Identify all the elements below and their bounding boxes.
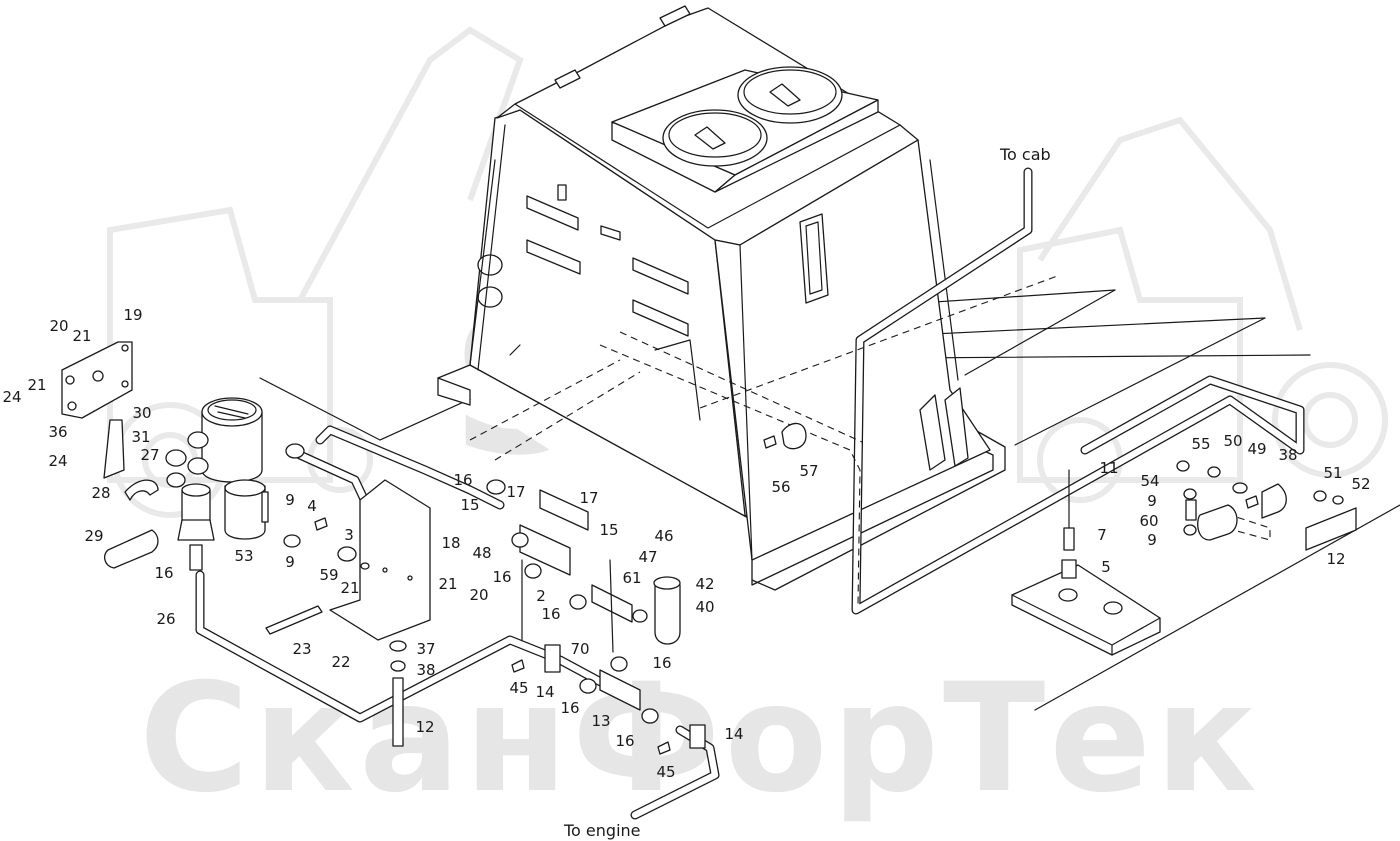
- suction-strainer: [177, 483, 215, 571]
- callout-c11: 11: [1099, 459, 1118, 477]
- callout-c9d: 9: [1147, 531, 1157, 549]
- shield-plate-22: [329, 479, 431, 641]
- callout-c18: 18: [441, 534, 460, 552]
- callout-c15b: 15: [599, 521, 618, 539]
- callout-c55: 55: [1191, 435, 1210, 453]
- dashed-lines: [469, 274, 1271, 606]
- callout-c16e: 16: [652, 654, 671, 672]
- callout-c17b: 17: [579, 489, 598, 507]
- to-engine-label: To engine: [563, 821, 641, 840]
- callout-c60: 60: [1139, 512, 1158, 530]
- callout-c23: 23: [292, 640, 311, 658]
- callout-c38b: 38: [1278, 446, 1297, 464]
- callout-c27: 27: [140, 446, 159, 464]
- callout-c9a: 9: [285, 491, 295, 509]
- callout-c20b: 20: [469, 586, 488, 604]
- callout-c26: 26: [156, 610, 175, 628]
- callout-c56: 56: [771, 478, 790, 496]
- callout-c21a: 21: [72, 327, 91, 345]
- callout-c52: 52: [1351, 475, 1370, 493]
- callout-c3: 3: [344, 526, 354, 544]
- callout-c12a: 12: [415, 718, 434, 736]
- callout-c47: 47: [638, 548, 657, 566]
- return-filter: [165, 397, 266, 540]
- callout-c20a: 20: [49, 317, 68, 335]
- watermark-excavator-right: [1017, 116, 1388, 503]
- callout-c16b: 16: [453, 471, 472, 489]
- callout-c40: 40: [695, 598, 714, 616]
- callout-c14a: 14: [535, 683, 554, 701]
- callout-c16c: 16: [492, 568, 511, 586]
- callout-c45b: 45: [656, 763, 675, 781]
- fittings-right: [1176, 460, 1287, 541]
- callout-c50: 50: [1223, 432, 1242, 450]
- callout-c53: 53: [234, 547, 253, 565]
- callout-c5: 5: [1101, 558, 1111, 576]
- callout-c48: 48: [472, 544, 491, 562]
- mounting-block-5: [1011, 469, 1161, 656]
- valve-manifold: [486, 479, 706, 755]
- callout-c24a: 24: [2, 388, 21, 406]
- callout-c17a: 17: [506, 483, 525, 501]
- callout-c36: 36: [48, 423, 67, 441]
- callout-c19: 19: [123, 306, 142, 324]
- callout-c21b: 21: [27, 376, 46, 394]
- callout-c2: 2: [536, 587, 546, 605]
- callout-c21c: 21: [340, 579, 359, 597]
- fittings-left: [261, 443, 407, 747]
- pipe-to-cab: [851, 167, 1305, 615]
- callout-c49: 49: [1247, 440, 1266, 458]
- callout-c38a: 38: [416, 661, 435, 679]
- callout-c37: 37: [416, 640, 435, 658]
- callout-c29: 29: [84, 527, 103, 545]
- callout-c59: 59: [319, 566, 338, 584]
- callout-c61: 61: [622, 569, 641, 587]
- bracket-31: [103, 419, 125, 479]
- callout-c7: 7: [1097, 526, 1107, 544]
- callout-c15a: 15: [460, 496, 479, 514]
- to-cab-label: To cab: [999, 145, 1051, 164]
- clamp-57: [763, 422, 807, 450]
- callout-c12b: 12: [1326, 550, 1345, 568]
- hydraulic-tank: [437, 5, 1006, 591]
- callout-c51: 51: [1323, 464, 1342, 482]
- callout-c21d: 21: [438, 575, 457, 593]
- elbow-hose-28: [124, 479, 159, 501]
- foam-sleeve-29: [103, 529, 159, 569]
- callout-c54: 54: [1140, 472, 1159, 490]
- callout-c16f: 16: [560, 699, 579, 717]
- callout-c31: 31: [131, 428, 150, 446]
- callout-c57: 57: [799, 462, 818, 480]
- callout-c16d: 16: [541, 605, 560, 623]
- callout-c14b: 14: [724, 725, 743, 743]
- callout-c9b: 9: [285, 553, 295, 571]
- callout-c16g: 16: [615, 732, 634, 750]
- mounting-bracket-19: [61, 341, 133, 419]
- callout-c70: 70: [570, 640, 589, 658]
- callout-c4: 4: [307, 497, 317, 515]
- callout-c16a: 16: [154, 564, 173, 582]
- callout-c13: 13: [591, 712, 610, 730]
- callout-c46: 46: [654, 527, 673, 545]
- callout-c30: 30: [132, 404, 151, 422]
- callout-c45a: 45: [509, 679, 528, 697]
- callout-c9c: 9: [1147, 492, 1157, 510]
- callout-c28: 28: [91, 484, 110, 502]
- callout-c42: 42: [695, 575, 714, 593]
- bracket-12-right: [1305, 490, 1357, 551]
- strip-23: [265, 605, 323, 635]
- callout-c22: 22: [331, 653, 350, 671]
- callout-c24b: 24: [48, 452, 67, 470]
